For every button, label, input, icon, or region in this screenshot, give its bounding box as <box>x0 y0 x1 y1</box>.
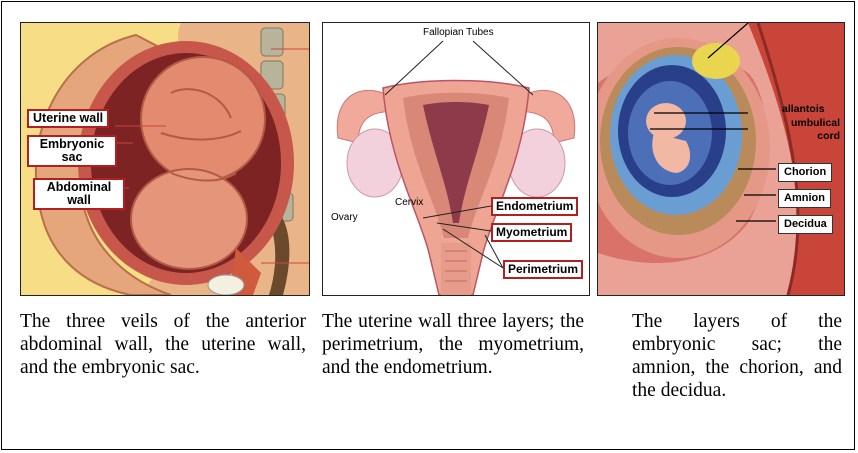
caption-embryonic-sac: The layers of the embryonic sac; the amn… <box>632 310 842 402</box>
label-embryonic-sac: Embryonic sac <box>27 135 117 167</box>
label-myometrium: Myometrium <box>491 223 572 242</box>
panel-uterus-illustration: Fallopian Tubes Ovary Cervix Endometrium… <box>322 22 590 296</box>
label-perimetrium: Perimetrium <box>503 260 583 279</box>
caption-uterus: The uterine wall three layers; the perim… <box>322 310 584 379</box>
label-ovary: Ovary <box>331 211 358 224</box>
panel-embryonic-sac-illustration: allantois umbulical cord Chorion Amnion … <box>597 22 845 296</box>
label-allantois: allantois <box>782 103 825 116</box>
uterus-illustration <box>323 23 589 295</box>
label-abdominal-wall: Abdominal wall <box>33 178 125 210</box>
panel-abdomen-illustration: Uterine wall Embryonic sac Abdominal wal… <box>20 22 310 296</box>
label-uterine-wall: Uterine wall <box>27 109 109 128</box>
label-umbilical-cord: umbulical cord <box>782 117 840 143</box>
label-fallopian-tubes: Fallopian Tubes <box>423 26 494 39</box>
label-chorion: Chorion <box>778 163 832 182</box>
label-amnion: Amnion <box>778 189 831 208</box>
label-endometrium: Endometrium <box>491 197 578 216</box>
caption-abdomen: The three veils of the anterior abdomina… <box>20 310 306 379</box>
label-decidua: Decidua <box>778 215 833 234</box>
embryonic-sac-illustration <box>598 23 844 295</box>
label-cervix: Cervix <box>395 196 423 209</box>
